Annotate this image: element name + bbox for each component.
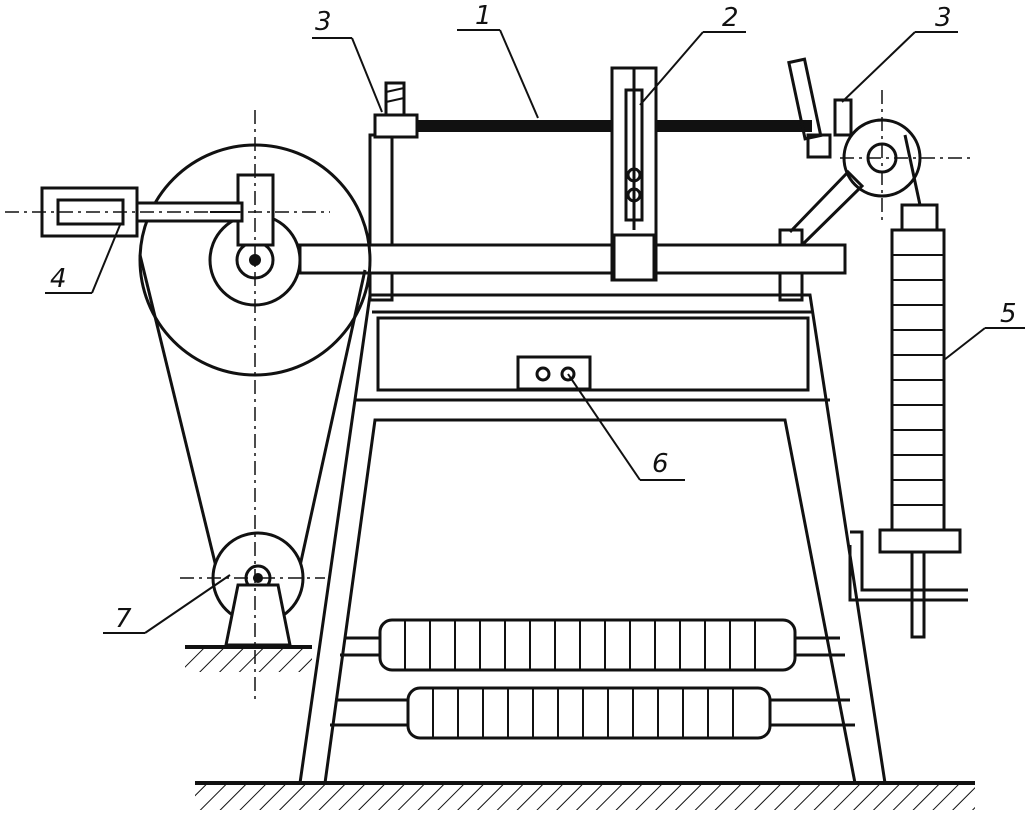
slider xyxy=(610,66,658,282)
label-guide-rail: 1 xyxy=(475,1,492,31)
label-slider: 2 xyxy=(722,3,739,33)
label-motor-pulley: 7 xyxy=(115,604,132,634)
left-clamp xyxy=(373,81,419,139)
upper-roller xyxy=(378,618,797,672)
machine-frame xyxy=(298,133,887,785)
guide-rail xyxy=(392,120,812,132)
center-lines xyxy=(5,90,970,700)
label-clamp-right: 3 xyxy=(935,3,952,33)
right-clamp xyxy=(787,57,853,159)
label-clamp-left: 3 xyxy=(315,7,332,37)
label-weight-stack: 5 xyxy=(1000,299,1017,329)
weight-stack xyxy=(848,203,968,639)
drive-belt xyxy=(138,254,367,576)
leader-lines xyxy=(45,29,1025,634)
lower-roller xyxy=(406,686,772,740)
horizontal-beam xyxy=(298,243,847,275)
label-counter: 6 xyxy=(652,449,669,479)
ground xyxy=(195,781,975,810)
label-drive-crank: 4 xyxy=(50,264,67,294)
motor-pulley xyxy=(211,531,305,647)
motor-ground xyxy=(185,645,312,672)
counter-box xyxy=(516,355,592,391)
